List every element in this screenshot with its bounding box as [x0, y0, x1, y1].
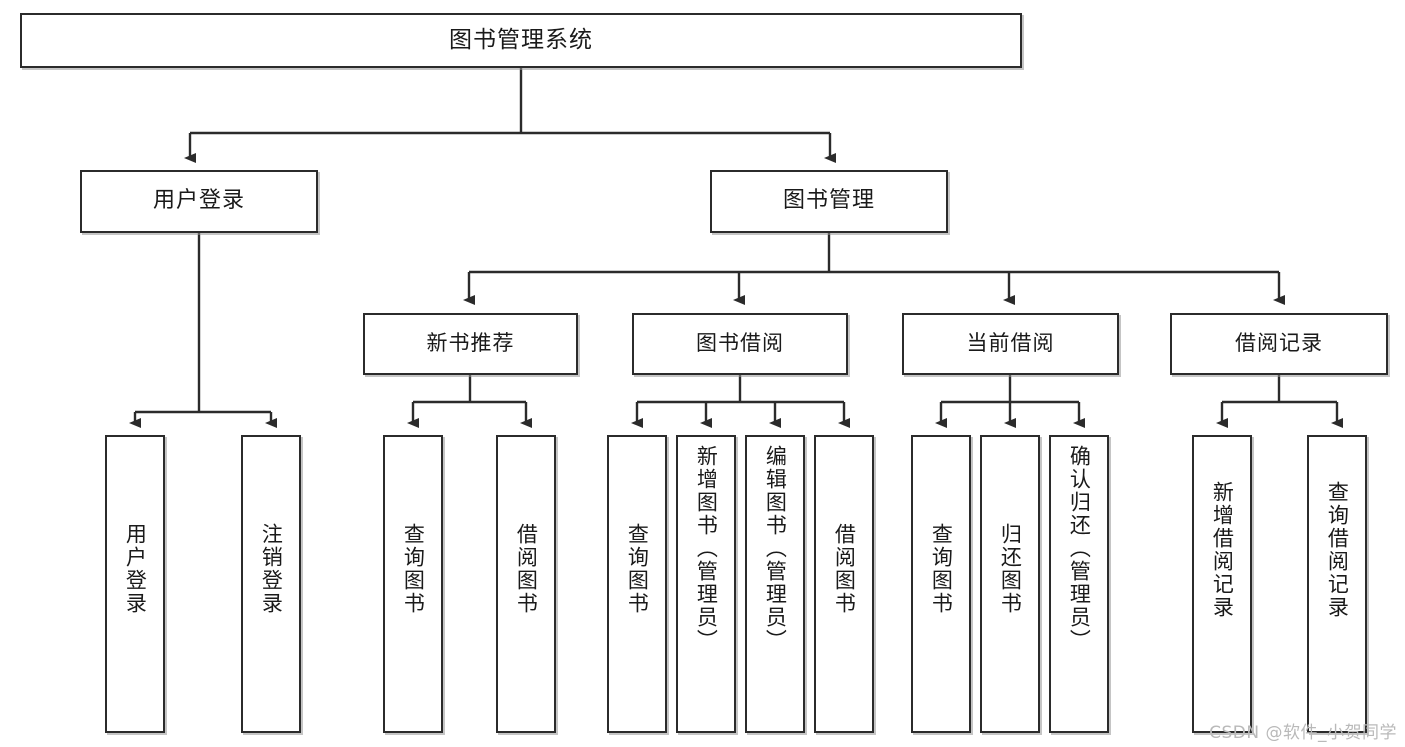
node-user-login[interactable]: 用户登录: [80, 170, 318, 233]
node-current-borrow[interactable]: 当前借阅: [902, 313, 1119, 375]
node-new-book-recommend[interactable]: 新书推荐: [363, 313, 578, 375]
node-label: 用户登录: [152, 188, 245, 214]
node-label: 用户登录: [123, 523, 148, 615]
leaf-current-borrow-query-book[interactable]: 查询图书: [911, 435, 971, 733]
leaf-user-login-login[interactable]: 用户登录: [105, 435, 165, 733]
leaf-borrow-record-query-record[interactable]: 查询借阅记录: [1307, 435, 1367, 733]
leaf-new-book-query-book[interactable]: 查询图书: [383, 435, 443, 733]
node-label: 借阅记录: [1235, 331, 1323, 356]
node-label: 确认归还（管理员）: [1067, 445, 1092, 652]
node-book-management[interactable]: 图书管理: [710, 170, 948, 233]
node-label: 借阅图书: [514, 523, 539, 615]
leaf-user-login-logout[interactable]: 注销登录: [241, 435, 301, 733]
leaf-book-borrow-edit-book-admin[interactable]: 编辑图书（管理员）: [745, 435, 805, 733]
node-label: 查询图书: [401, 523, 426, 615]
csdn-watermark: CSDN @软件_小贺同学: [1209, 723, 1397, 743]
leaf-current-borrow-return-book[interactable]: 归还图书: [980, 435, 1040, 733]
leaf-book-borrow-borrow-book[interactable]: 借阅图书: [814, 435, 874, 733]
node-label: 借阅图书: [832, 523, 857, 615]
node-root-book-management-system[interactable]: 图书管理系统: [20, 13, 1022, 68]
node-book-borrow[interactable]: 图书借阅: [632, 313, 848, 375]
leaf-current-borrow-confirm-return-admin[interactable]: 确认归还（管理员）: [1049, 435, 1109, 733]
node-label: 图书管理系统: [449, 26, 593, 53]
node-label: 查询图书: [625, 523, 650, 615]
node-label: 新增图书（管理员）: [694, 445, 719, 652]
node-label: 归还图书: [998, 523, 1023, 615]
leaf-new-book-borrow-book[interactable]: 借阅图书: [496, 435, 556, 733]
leaf-book-borrow-query-book[interactable]: 查询图书: [607, 435, 667, 733]
node-label: 查询图书: [929, 523, 954, 615]
node-label: 编辑图书（管理员）: [763, 445, 788, 652]
node-label: 新书推荐: [426, 331, 515, 356]
node-label: 图书管理: [782, 188, 875, 214]
node-borrow-record[interactable]: 借阅记录: [1170, 313, 1388, 375]
node-label: 当前借阅: [966, 331, 1055, 356]
node-label: 图书借阅: [696, 331, 784, 356]
node-label: 注销登录: [259, 523, 284, 615]
leaf-borrow-record-add-record[interactable]: 新增借阅记录: [1192, 435, 1252, 733]
node-label: 新增借阅记录: [1210, 481, 1235, 619]
leaf-book-borrow-add-book-admin[interactable]: 新增图书（管理员）: [676, 435, 736, 733]
node-label: 查询借阅记录: [1325, 481, 1350, 619]
